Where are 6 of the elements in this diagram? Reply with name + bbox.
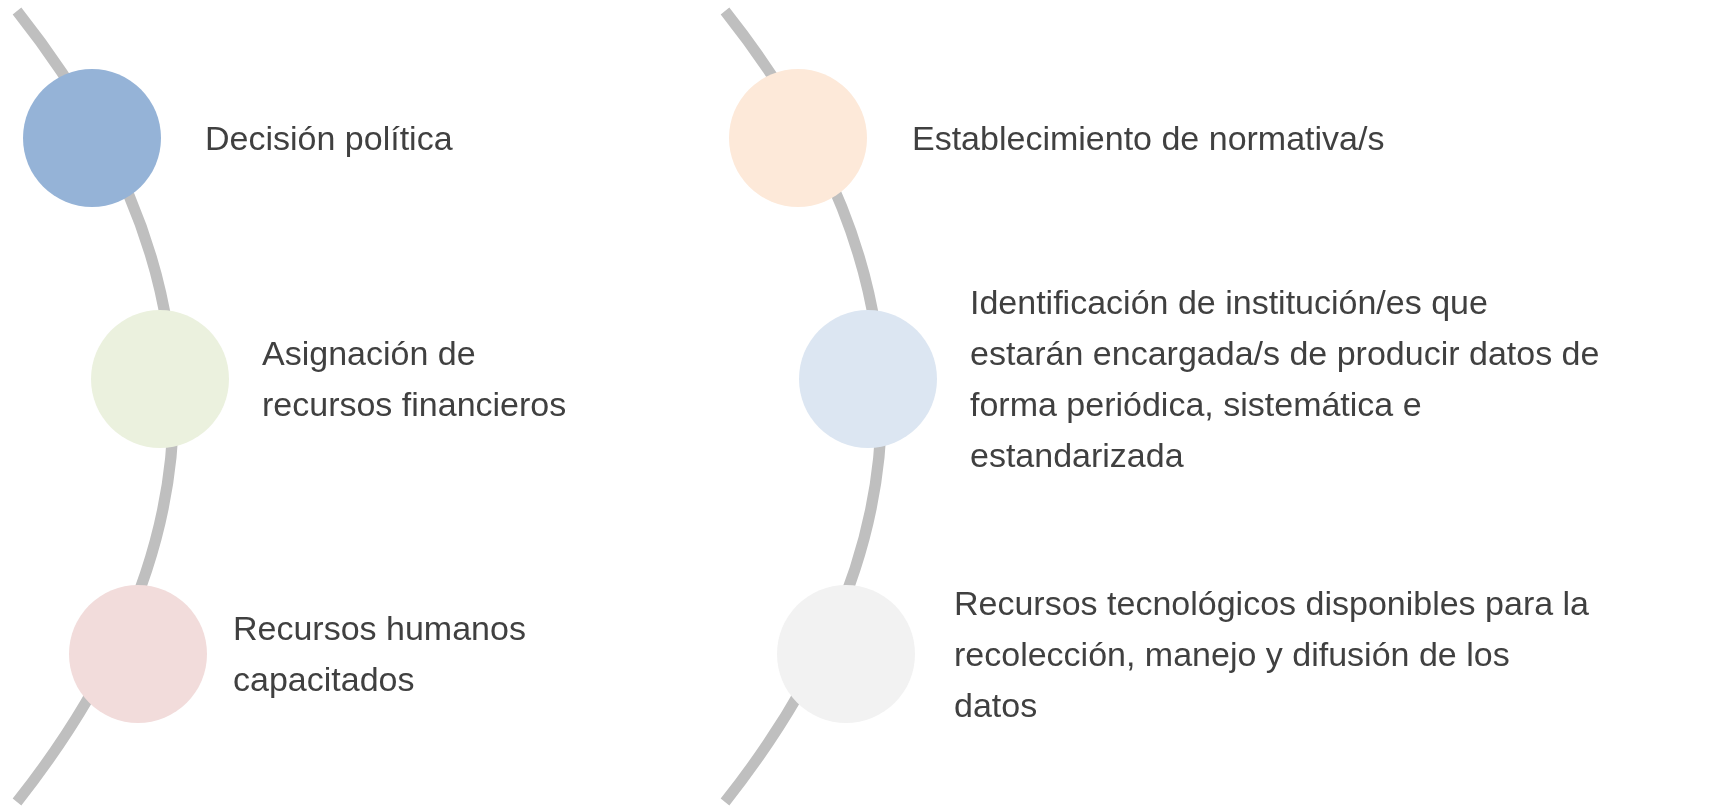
step-label: Decisión política [205,117,454,159]
step-label: Recursos humanos capacitados [233,608,527,700]
step-label: Recursos tecnológicos disponibles para la recolección, manejo y difusión de los datos [954,582,1591,726]
step-label: Asignación de recursos financieros [262,333,568,425]
step-label: Identificación de institución/es que estarán encargada/s de producir datos de forma periódica, sistemática e estandarizada [970,282,1601,476]
step-label: Establecimiento de normativa/s [912,117,1386,159]
